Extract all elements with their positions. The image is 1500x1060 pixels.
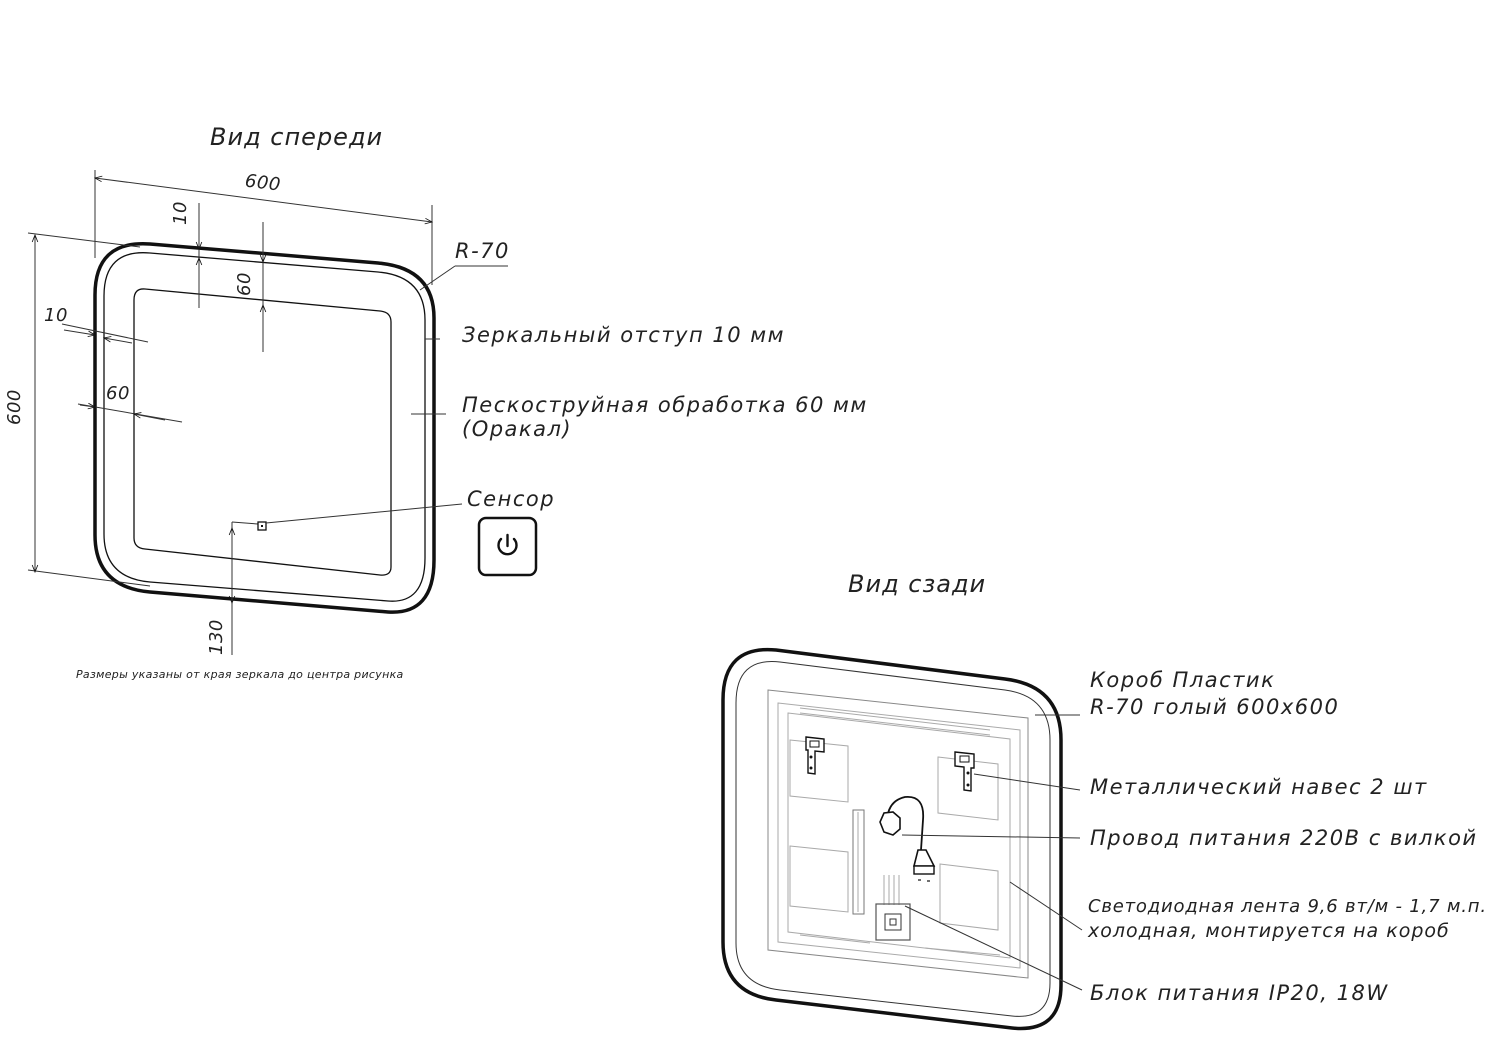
power-icon (477, 516, 538, 577)
led-strip-channel (852, 809, 865, 915)
callout-box-line1: Короб Пластик (1090, 668, 1275, 692)
pad-bottom-right (939, 863, 999, 931)
mirror-outline (93, 242, 436, 614)
callout-led-line1: Светодиодная лента 9,6 вт/м - 1,7 м.п. (1088, 896, 1487, 917)
callout-sensor: Сенсор (467, 487, 555, 511)
callout-led-line2: холодная, монтируется на короб (1087, 920, 1450, 942)
callout-mirror-offset: Зеркальный отступ 10 мм (462, 323, 785, 347)
dim-left-margin: 10 (44, 305, 68, 326)
mirror-clear-area (133, 288, 392, 576)
pad-top-right (937, 756, 999, 821)
dim-width: 600 (244, 170, 282, 195)
dim-top-margin: 10 (170, 201, 191, 225)
callout-cable: Провод питания 220В с вилкой (1090, 826, 1478, 850)
back-view: Вид сзади (721, 570, 1487, 1031)
dim-left-band: 60 (106, 383, 130, 404)
power-supply (875, 875, 911, 941)
front-view: Вид спереди 600 600 10 60 10 (4, 123, 868, 681)
pad-bottom-left (789, 845, 849, 913)
metal-hanger-right (954, 751, 975, 792)
back-view-title: Вид сзади (848, 570, 986, 598)
callout-sandblast-line2: (Оракал) (462, 417, 572, 441)
mirror-offset-contour (103, 252, 426, 602)
callout-box-line2: R-70 голый 600х600 (1090, 695, 1339, 719)
back-frame-inner-contour (735, 661, 1051, 1017)
dim-height: 600 (4, 389, 25, 425)
front-view-title: Вид спереди (210, 123, 383, 151)
sensor-marker (257, 521, 267, 531)
pad-top-left (789, 739, 849, 803)
callout-hanger: Металлический навес 2 шт (1090, 775, 1428, 799)
callout-psu: Блок питания IP20, 18W (1090, 981, 1389, 1005)
radius-label: R-70 (455, 239, 510, 263)
footnote: Размеры указаны от края зеркала до центр… (76, 668, 404, 681)
dim-top-band: 60 (234, 272, 255, 296)
metal-hanger-left (805, 736, 825, 775)
power-cable (879, 796, 936, 882)
callout-sandblast-line1: Пескоструйная обработка 60 мм (462, 393, 868, 417)
dim-bottom-sensor: 130 (206, 619, 227, 655)
plastic-box (767, 689, 1029, 979)
back-frame-outline (721, 647, 1063, 1031)
